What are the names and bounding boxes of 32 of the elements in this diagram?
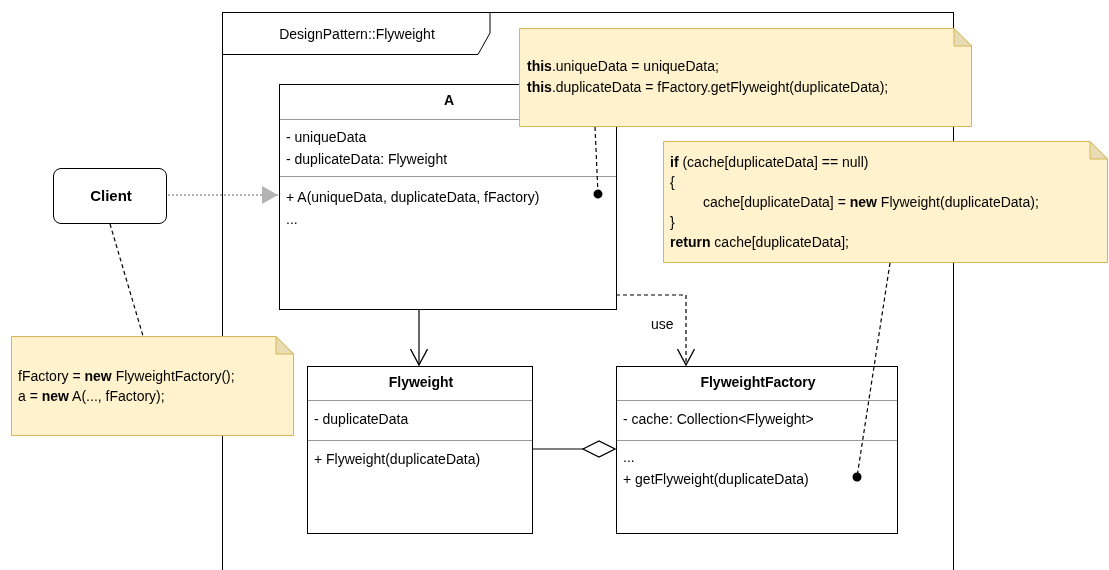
note-text: fFactory = new FlyweightFactory(); (18, 367, 235, 385)
note-text: { (670, 173, 675, 191)
connector-arrow (167, 186, 279, 204)
actor-name: Client (89, 187, 133, 205)
member-text: ... (623, 448, 635, 466)
member-text: - cache: Collection<Flyweight> (623, 410, 814, 428)
package-label: DesignPattern::Flyweight (223, 13, 491, 55)
class-name: Flyweight (387, 373, 455, 391)
note-text: if (cache[duplicateData] == null) (670, 153, 869, 171)
class-name: A (442, 91, 456, 109)
member-text: - uniqueData (286, 128, 367, 146)
note (663, 141, 1108, 263)
member-text: + A(uniqueData, duplicateData, fFactory) (286, 188, 540, 206)
member-text: + getFlyweight(duplicateData) (623, 470, 809, 488)
note-text: cache[duplicateData] = new Flyweight(duplicateData); (703, 193, 1039, 211)
note-text: } (670, 213, 675, 231)
note-text: this.uniqueData = uniqueData; (527, 57, 719, 75)
note-text: return cache[duplicateData]; (670, 233, 849, 251)
connector-arrow (409, 308, 429, 366)
member-text: - duplicateData: Flyweight (286, 150, 448, 168)
member-text: ... (286, 210, 298, 228)
connector-arrow (615, 294, 696, 366)
client-box (53, 168, 167, 224)
note (11, 336, 294, 436)
note-text: a = new A(..., fFactory); (18, 387, 165, 405)
note-link (109, 223, 144, 337)
class-name: FlyweightFactory (699, 373, 817, 391)
class-box (616, 366, 898, 534)
note-text: this.duplicateData = fFactory.getFlyweight(duplicateData); (527, 78, 889, 96)
class-box (307, 366, 533, 534)
member-text: - duplicateData (314, 410, 409, 428)
member-text: + Flyweight(duplicateData) (314, 450, 481, 468)
